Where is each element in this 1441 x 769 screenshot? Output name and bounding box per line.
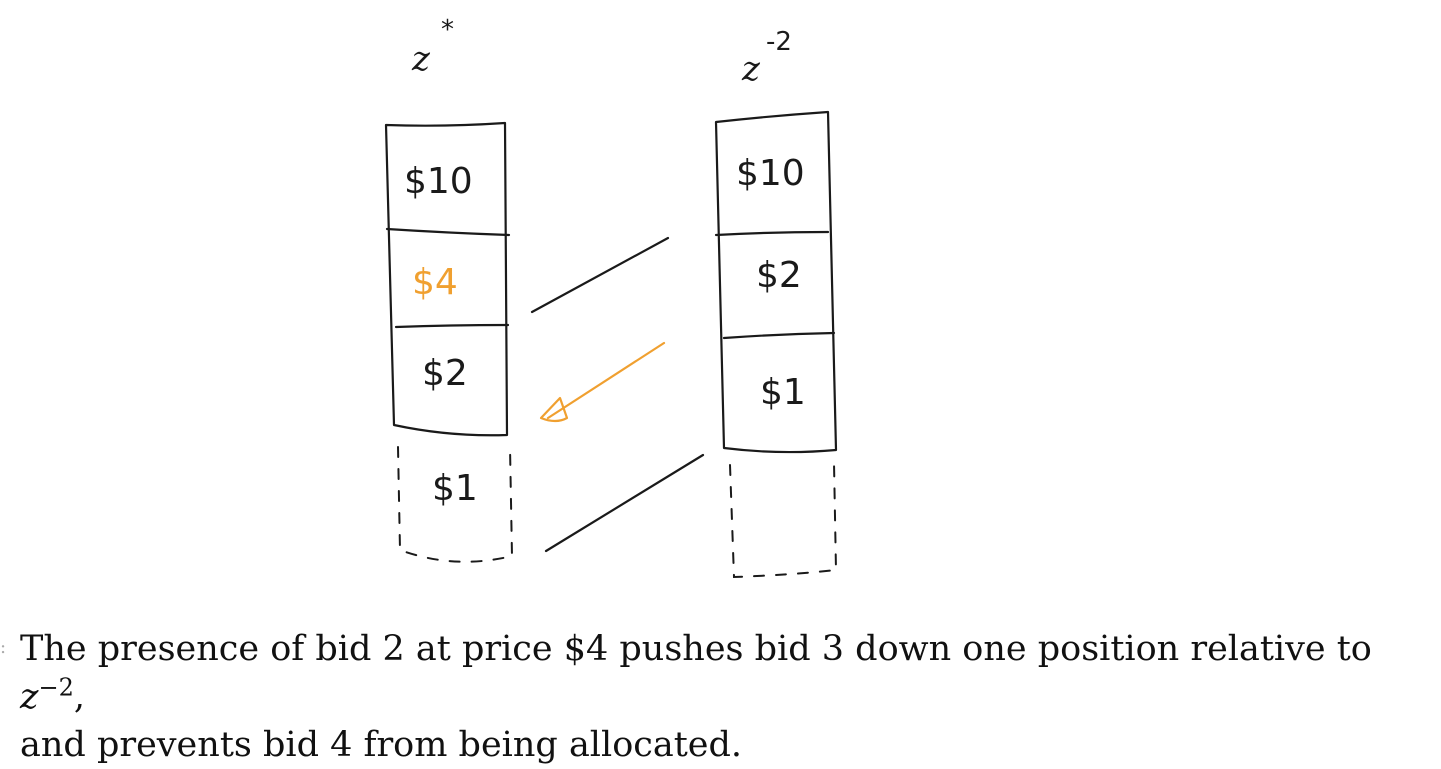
figure-caption: The presence of bid 2 at price $4 pushes…: [20, 625, 1430, 769]
caption-math-sup: −2: [38, 673, 74, 702]
column-z-star-cell-2-highlighted: $4: [412, 262, 458, 303]
caption-text-before: The presence of bid 2 at price $4 pushes…: [20, 629, 1372, 669]
caption-math: z−2: [20, 675, 74, 717]
connector-2-to-2: [530, 236, 670, 314]
column-label-z-star-base: z: [411, 39, 431, 79]
caption-line-2: and prevents bid 4 from being allocated.: [20, 725, 743, 765]
column-z-star-overflow-cell: $1: [432, 468, 478, 509]
column-z-star-outline: [384, 121, 509, 437]
column-z-star-cell-1: $10: [404, 161, 473, 202]
column-z-minus-2-divider-1: [714, 230, 830, 237]
column-z-star-cell-3: $2: [422, 353, 468, 394]
column-label-z-minus-2-base: z: [741, 49, 761, 89]
caption-text-after: ,: [73, 677, 85, 717]
caption-math-base: z: [20, 677, 39, 717]
column-z-minus-2-cell-3: $1: [760, 372, 806, 413]
column-z-star-divider-2: [394, 323, 510, 329]
column-label-z-minus-2-sup: -2: [766, 27, 792, 57]
bid-allocation-diagram: z * $10 $4 $2 $1 z -2 $10 $2 $1: [384, 15, 838, 579]
connector-empty-to-overflow: [544, 453, 705, 553]
column-z-star-divider-1: [385, 227, 511, 237]
column-z-minus-2-cell-2: $2: [756, 255, 802, 296]
caption-marker: :: [0, 637, 7, 658]
column-z-minus-2-divider-2: [722, 331, 836, 340]
connector-1-to-2-arrow: [539, 341, 666, 423]
column-label-z-star-sup: *: [441, 15, 454, 45]
column-z-minus-2: z -2 $10 $2 $1: [714, 27, 838, 579]
column-z-minus-2-empty-slot: [729, 462, 838, 579]
column-z-minus-2-cell-1: $10: [736, 153, 805, 194]
column-z-star: z * $10 $4 $2 $1: [384, 15, 514, 563]
column-z-minus-2-outline: [714, 110, 838, 454]
column-z-star-overflow-slot: [397, 446, 514, 563]
